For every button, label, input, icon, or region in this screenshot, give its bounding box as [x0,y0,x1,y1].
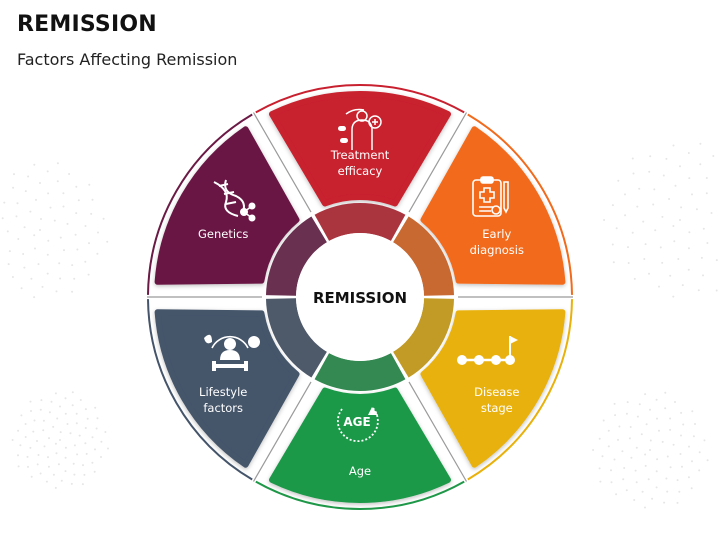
inner-ring-arc [266,298,327,378]
segment-shape [420,309,566,468]
lifestyle-icon [204,334,260,371]
inner-ring-arc [314,203,406,241]
age-badge: AGE [343,415,370,429]
segment-shape [269,91,451,207]
age-icon: AGE [337,406,379,443]
dna-icon [213,179,256,222]
segment-shape [154,309,300,468]
segments [154,91,566,503]
slide-title: REMISSION [17,12,157,37]
center-circle [296,233,424,361]
segment-shape [154,126,300,285]
outer-ring [147,84,573,510]
center-label: REMISSION [313,289,407,307]
inner-ring [266,203,454,391]
inner-ring-arc [393,298,454,378]
inner-ring-arc [393,216,454,296]
clipboard-icon [472,176,509,217]
dotted-background-decoration [1,142,718,509]
slide-subtitle: Factors Affecting Remission [17,50,238,69]
segment-label: Age [349,464,371,478]
inner-ring-arc [266,216,327,296]
segment-shape [420,126,566,285]
segment-shape [269,387,451,503]
progress-flag-icon [457,336,518,365]
segment-label: Genetics [198,227,248,241]
treatment-icon [338,108,382,150]
inner-ring-arc [314,353,406,391]
